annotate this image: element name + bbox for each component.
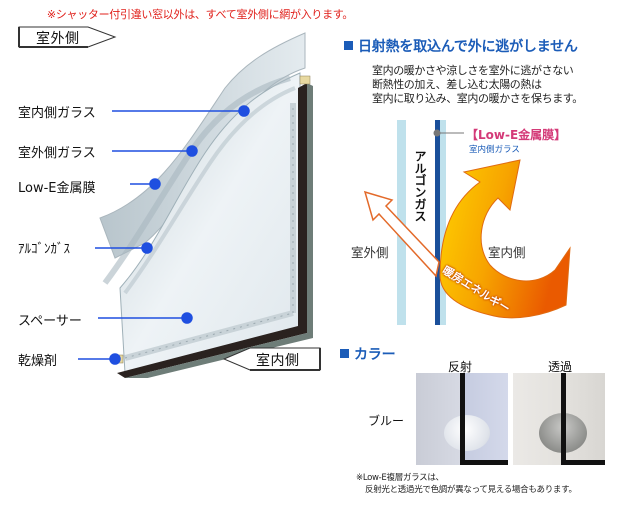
outdoor-side-label: 室外側 — [351, 245, 389, 260]
double-glazed-glass-illustration — [99, 32, 313, 378]
footnote-line-2: 反射光と透過光で色調が異なって見える場合もあります。 — [365, 485, 577, 495]
footnote-line-1: ※Low-E複層ガラスは、 — [356, 473, 444, 483]
low-e-film-label: 【Low-E金属膜】 — [466, 128, 567, 142]
leader-lines — [78, 105, 250, 365]
solar-heat-heading-text: 日射熱を取込んで外に逃がしません — [358, 39, 578, 55]
label-desiccant: 乾燥剤 — [18, 354, 58, 369]
column-reflection: 反射 — [448, 360, 473, 374]
color-heading-text: カラー — [354, 347, 396, 363]
outdoor-side-tag: 室外側 — [18, 26, 118, 48]
indoor-side-tag: 室内側 — [222, 347, 322, 371]
blue-transmission-swatch — [513, 373, 605, 465]
heat-flow-diagram — [363, 120, 571, 325]
label-outdoor-glass: 室外側ガラス — [18, 146, 96, 161]
argon-gas-label: アルゴンガス — [413, 150, 427, 222]
outdoor-tag-label: 室外側 — [36, 31, 80, 47]
column-transmission: 透過 — [548, 360, 573, 374]
tag-arrow-left-icon — [222, 347, 321, 371]
desc-line-2: 断熱性の加え、差し込む太陽の熱は — [372, 78, 542, 91]
low-e-footnote: ※Low-E複層ガラスは、 反射光と透過光で色調が異なって見える場合もあります。 — [356, 472, 577, 496]
label-argon-gas: ｱﾙｺﾞﾝｶﾞｽ — [18, 242, 70, 257]
vase-image — [444, 415, 490, 451]
solar-heat-description: 室内の暖かさや涼しさを室外に逃がさない 断熱性の加え、差し込む太陽の熱は 室内に… — [372, 64, 583, 106]
desc-line-3: 室内に取り込み、室内の暖かさを保ちます。 — [372, 92, 583, 105]
label-low-e-film: Low-E金属膜 — [18, 181, 96, 196]
indoor-side-label: 室内側 — [488, 245, 526, 260]
desc-line-1: 室内の暖かさや涼しさを室外に逃がさない — [372, 64, 574, 77]
solar-heat-heading: 日射熱を取込んで外に逃がしません — [344, 36, 578, 56]
low-e-sub-label: 室内側ガラス — [469, 145, 520, 155]
shutter-notice: ※シャッター付引違い窓以外は、すべて室外側に網が入ります。 — [46, 8, 354, 21]
square-bullet-icon — [340, 349, 349, 358]
square-bullet-icon — [344, 41, 353, 50]
label-spacer: スペーサー — [18, 314, 82, 329]
color-heading: カラー — [340, 344, 396, 364]
tag-arrow-right-icon — [18, 26, 117, 48]
blue-reflection-swatch — [416, 373, 508, 465]
label-indoor-glass: 室内側ガラス — [18, 106, 96, 121]
row-label-blue: ブルー — [368, 414, 405, 428]
indoor-tag-label: 室内側 — [256, 353, 300, 369]
